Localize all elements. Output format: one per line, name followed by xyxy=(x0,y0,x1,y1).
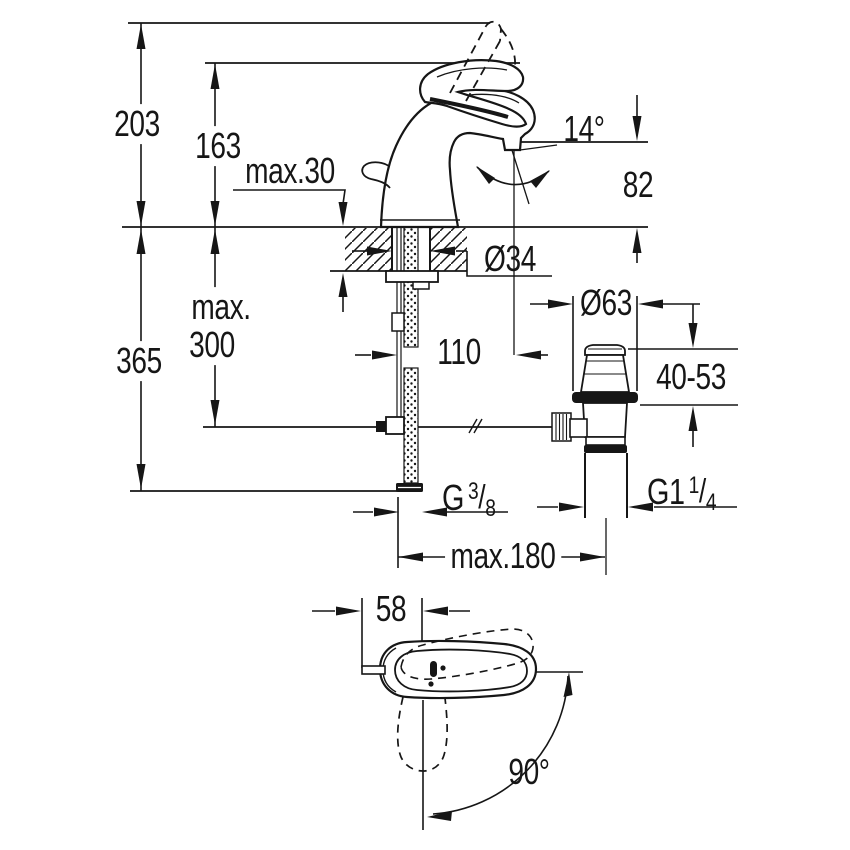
waste-body xyxy=(582,402,628,438)
front-view xyxy=(122,20,738,575)
handle-swivel-dashed xyxy=(400,628,534,680)
mounting-step xyxy=(412,281,430,290)
waste-assembly xyxy=(551,344,638,518)
waste-knob xyxy=(551,412,572,442)
mounting-washer xyxy=(385,270,439,283)
spray-angle-detail xyxy=(476,146,550,205)
handle xyxy=(419,59,528,128)
waste-flange xyxy=(572,392,638,403)
handle-top-outline xyxy=(394,648,528,693)
popup-lever-knob xyxy=(361,161,391,189)
handle-shadow-line xyxy=(429,97,509,119)
rod-tee xyxy=(385,416,405,435)
body-top-outline xyxy=(378,639,538,700)
top-view xyxy=(312,598,583,830)
waste-ring xyxy=(585,436,626,446)
handle-down-dashed xyxy=(396,696,448,772)
waste-cap xyxy=(584,344,626,356)
aerator-dots xyxy=(428,661,446,687)
waste-seal-band xyxy=(584,445,627,453)
arrowheads xyxy=(136,24,698,562)
rod-clamp xyxy=(391,312,405,332)
top-view-dims xyxy=(312,598,583,830)
waste-knob-hub xyxy=(569,418,588,438)
below-deck-assembly xyxy=(376,226,439,492)
supply-hose-lower xyxy=(403,367,419,484)
faucet-body xyxy=(361,20,536,229)
handle-raised-dashed xyxy=(449,20,516,102)
handle-inner-line xyxy=(436,67,508,78)
rod-tee-left xyxy=(376,421,386,432)
popup-rod-top xyxy=(361,665,386,675)
